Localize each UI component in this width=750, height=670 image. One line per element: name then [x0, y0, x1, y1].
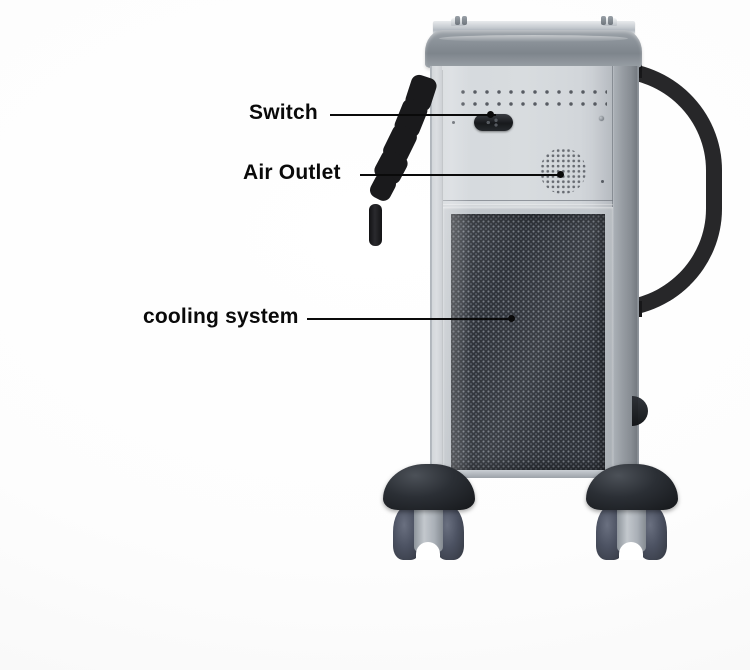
- perforated-vent-grid: [457, 86, 607, 114]
- annotation-label-air-outlet: Air Outlet: [243, 161, 341, 184]
- handpiece-body: [367, 72, 439, 204]
- leader-line-air-outlet: [360, 174, 563, 176]
- rounded-hood: [425, 30, 642, 68]
- wheel-gap-right: [619, 542, 643, 560]
- panel-dot-1: [452, 121, 455, 124]
- panel-screw-1: [599, 116, 604, 121]
- circular-air-outlet-mesh: [540, 148, 586, 194]
- honeycomb-cooling-filter: [451, 214, 605, 470]
- leader-endpoint-air-outlet: [557, 171, 564, 178]
- leader-line-switch: [330, 114, 496, 116]
- wheel-gap-left: [416, 542, 440, 560]
- hood-highlight: [439, 35, 628, 42]
- handle-knob-4: [608, 16, 613, 25]
- leader-line-cooling-system: [307, 318, 513, 320]
- handpiece-connector: [362, 72, 440, 246]
- caster-wheel-left: [383, 464, 475, 560]
- cabinet-left-seam: [442, 70, 443, 476]
- filter-bottom-lip: [443, 470, 613, 478]
- panel-seam-shadow: [443, 204, 613, 206]
- panel-screw-2: [601, 180, 604, 183]
- cabinet-right-edge: [630, 66, 637, 478]
- annotation-label-switch: Switch: [249, 101, 318, 124]
- handpiece-cable: [369, 204, 382, 246]
- rear-bumper: [632, 396, 648, 426]
- caster-cap-left: [383, 464, 475, 510]
- annotation-label-cooling-system: cooling system: [143, 305, 299, 328]
- handle-knob-1: [455, 16, 460, 25]
- caster-wheel-right: [586, 464, 678, 560]
- handle-knob-2: [462, 16, 467, 25]
- power-switch-socket[interactable]: [474, 114, 513, 131]
- leader-endpoint-switch: [487, 111, 494, 118]
- panel-seam-line: [443, 200, 613, 201]
- caster-cap-right: [586, 464, 678, 510]
- leader-endpoint-cooling-system: [508, 315, 515, 322]
- cabinet-left-rail: [430, 66, 442, 478]
- handle-knob-3: [601, 16, 606, 25]
